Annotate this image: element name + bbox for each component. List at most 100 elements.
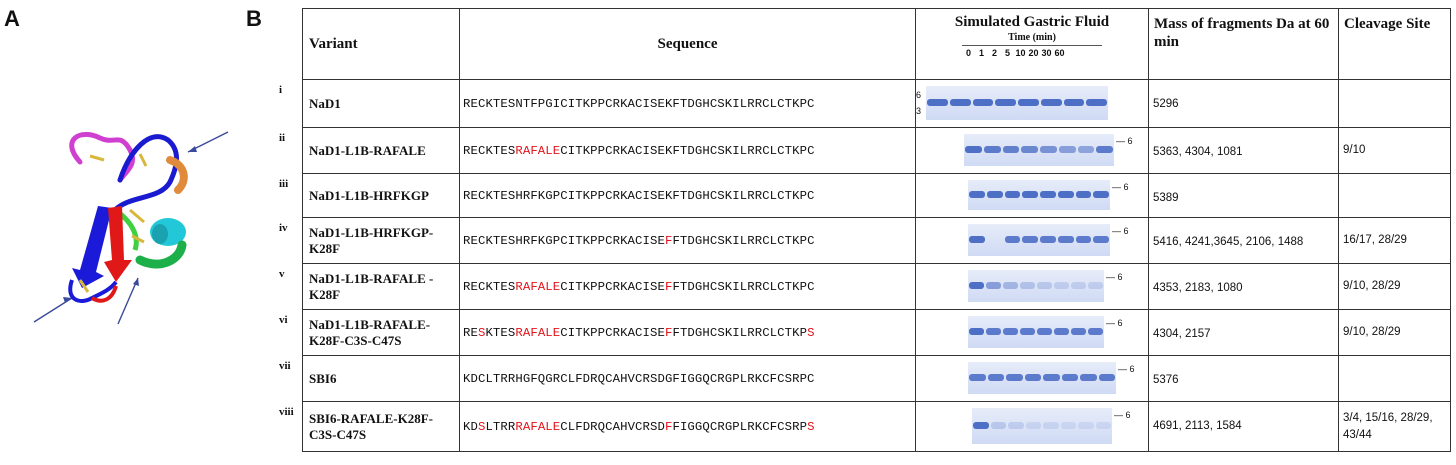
mass-cell: 4353, 2183, 1080 [1148,263,1339,310]
gel-band [1040,146,1057,153]
gel-band [965,146,982,153]
green-segment [135,240,187,269]
sequence-highlight: F [664,419,673,434]
gel-band [1025,422,1041,429]
gel-band [1093,191,1109,198]
variant-name: SBI6 [309,370,337,386]
header-sequence: Sequence [459,8,916,80]
gel-band [1022,191,1038,198]
gel-band [1063,99,1085,106]
gel-image [968,270,1104,302]
cleavage-cell: 9/10 [1338,127,1451,174]
sequence-segment: FTDGHCSKILRRCLCTKP [672,325,808,340]
gel-band [969,236,985,243]
gel-image-cell: — 6 [915,217,1149,264]
cleavage-cell [1338,79,1451,128]
gel-image-cell: — 6 [915,401,1149,452]
gel-band [973,422,989,429]
gel-image-cell: — 6 [915,173,1149,218]
gel-band [1054,328,1069,335]
row-numeral: vi [279,314,288,326]
gel-band [990,422,1006,429]
gel-size-marker: — 6 [1106,272,1123,282]
gel-band [1022,236,1038,243]
sequence-cell: RESKTESRAFALECITKPPCRKACISEFFTDGHCSKILRR… [459,309,916,356]
gel-band [1006,374,1023,381]
gel-band [1002,146,1020,153]
gel-band [1077,146,1095,153]
variant-name: SBI6-RAFALE-K28F-C3S-C47S [309,410,433,442]
gel-band [949,99,971,106]
gel-band [983,146,1001,153]
gel-image [964,134,1114,166]
panel-label-a: A [4,6,20,31]
gel-band [1061,374,1078,381]
sequence-segment: KDCLTRRHGFQGRCLFDRQCAHVCRSDGFIGGQCRGPLRK… [463,371,815,386]
sequence-segment: RE [463,325,478,340]
protein-structure-image [33,131,229,325]
sequence-highlight: F [664,325,673,340]
variant-name: NaD1 [309,95,341,111]
blue-coil [112,134,179,213]
gel-band [1075,236,1092,243]
mass-cell: 5376 [1148,355,1339,402]
gel-image-cell: — 6 [915,127,1149,174]
gel-band [986,191,1003,198]
cleavage-cell: 16/17, 28/29 [1338,217,1451,264]
sequence-segment: RECKTESHRFKGPCITKPPCRKACISE [463,233,665,248]
gel-band [1024,374,1041,381]
sgf-time-tick: 2 [991,48,997,58]
table-header-row: Variant Sequence Simulated Gastric Fluid… [302,8,1451,80]
gel-band [1004,191,1021,198]
disulfide-bonds [78,153,148,293]
sequence-highlight: RAFALE [515,325,561,340]
sequence-segment: FIGGQCRGPLRKCFCSRP [672,419,808,434]
mass-cell: 5296 [1148,79,1339,128]
gel-band [969,328,984,335]
arrowhead-loop1 [188,146,197,152]
gel-band [969,282,984,289]
gel-band [1095,422,1111,429]
header-variant: Variant [302,8,460,80]
sequence-cell: RECKTESNTFPGICITKPPCRKACISEKFTDGHCSKILRR… [459,79,916,128]
sequence-highlight: S [807,419,815,434]
header-cleavage: Cleavage Site [1338,8,1451,80]
sgf-time-tick: 0 [965,48,971,58]
cleavage-cell: 9/10, 28/29 [1338,263,1451,310]
gel-band [1037,282,1052,289]
arrow-loop3 [117,277,139,325]
gel-band [1040,99,1062,106]
gel-band [1043,374,1060,381]
variant-name: NaD1-L1B-HRFKGP [309,187,429,203]
magenta-loop [69,131,136,183]
row-numeral: v [279,268,285,280]
gel-image [968,180,1110,210]
variants-table: Variant Sequence Simulated Gastric Fluid… [279,8,1451,452]
variant-name: NaD1-L1B-RAFALE [309,142,426,158]
sequence-highlight: RAFALE [515,279,561,294]
sgf-time-label: Time (min) [1008,32,1056,43]
gel-band [1080,374,1097,381]
gel-image [968,316,1104,348]
gel-band [1040,191,1056,198]
gel-size-marker: 3 [916,106,922,116]
sequence-cell: RECKTESRAFALECITKPPCRKACISEFFTDGHCSKILRR… [459,263,916,310]
gel-band [1043,422,1059,429]
gel-band [1071,282,1086,289]
row-numeral: ii [279,132,286,144]
red-beta-strand [104,206,132,282]
row-numeral: i [279,84,283,96]
